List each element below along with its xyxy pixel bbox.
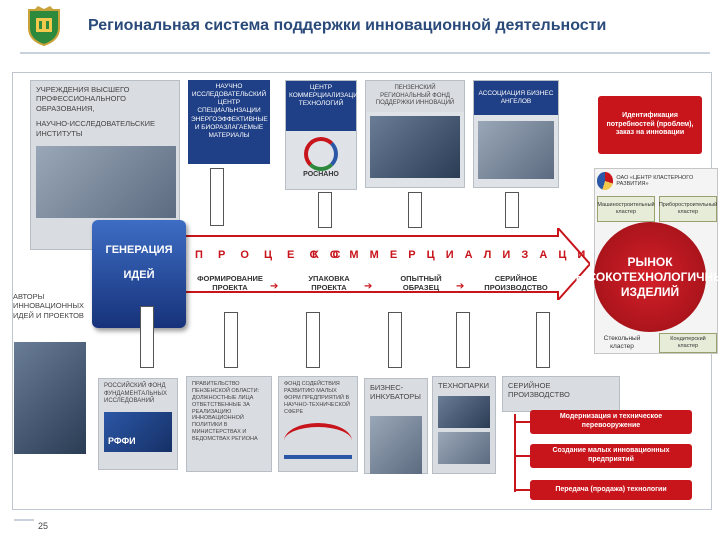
- commercialization-box: Центр коммерциализации технологий РОСНАН…: [285, 80, 363, 190]
- business-angels-box: Ассоциация бизнес ангелов: [473, 80, 559, 188]
- outcome-arrow-3: [514, 489, 530, 491]
- market-circle: Рынок высокотехнологичных изделий: [567, 222, 720, 332]
- food-cluster: Кондитерский кластер: [659, 333, 717, 353]
- cluster-title: ОАО «Центр кластерного развития»: [597, 170, 717, 192]
- process-word: П Р О Ц Е С С: [195, 249, 347, 261]
- generation-label: Генерация идей: [105, 244, 173, 282]
- serial-label: Серийное производство: [508, 381, 570, 400]
- arrow-up-2: [318, 192, 332, 228]
- rosnano-label: РОСНАНО: [303, 171, 339, 178]
- research-institutes-label: Научно-исследовательские институты: [36, 119, 156, 138]
- research-center-label: Научно исследовательский центр специальн…: [191, 83, 268, 139]
- stage-formation: Формирование проекта: [197, 274, 263, 292]
- outcome-modernization: Модернизация и техническое перевооружени…: [530, 410, 692, 434]
- machine-cluster: Машиностроительный кластер: [597, 196, 655, 222]
- footer-line: [14, 519, 34, 521]
- incubators-box: Бизнес-инкубаторы: [364, 378, 428, 474]
- arrow-down-1: [140, 306, 154, 368]
- stage-packaging: Упаковка проекта: [308, 274, 350, 292]
- commercialization-word: К О М М Е Р Ц И А Л И З А Ц И И: [312, 249, 609, 261]
- fund-assist-label: Фонд содействия развитию малых форм пред…: [284, 381, 350, 415]
- outcome-arrow-1: [514, 421, 530, 423]
- authors-box: Авторы инновационных идей и проектов: [8, 288, 92, 332]
- rffi-box: Российский фонд фундаментальных исследов…: [98, 378, 178, 470]
- title-divider: [20, 52, 710, 54]
- outcome-connector: [514, 414, 516, 492]
- identification-box: Идентификация потребностей (проблем), за…: [598, 96, 702, 154]
- fund-assist-logo: [284, 423, 352, 460]
- research-center-box: Научно исследовательский центр специальн…: [188, 80, 270, 164]
- commercialization-label: Центр коммерциализации технологий: [286, 81, 363, 131]
- author-photo: [14, 342, 86, 454]
- rffi-logo: РФФИ: [104, 411, 172, 452]
- page-title: Региональная система поддержки инновацио…: [88, 17, 607, 34]
- business-angels-label: Ассоциация бизнес ангелов: [474, 81, 558, 115]
- rffi-desc: Российский фонд фундаментальных исследов…: [104, 383, 167, 404]
- cluster-pie-icon: [597, 172, 614, 190]
- process-arrow: [169, 225, 592, 303]
- government-label: Правительство Пензенской области: должно…: [192, 381, 260, 442]
- university-photo: [36, 145, 176, 218]
- region-emblem: [26, 6, 62, 47]
- business-angels-image: [478, 121, 554, 179]
- authors-label: Авторы инновационных идей и проектов: [13, 292, 85, 320]
- technoparks-photo-1: [438, 396, 490, 429]
- arrow-down-5: [456, 312, 470, 368]
- arrow-down-2: [224, 312, 238, 368]
- arrow-up-1: [210, 168, 224, 226]
- arrow-down-3: [306, 312, 320, 368]
- government-box: Правительство Пензенской области: должно…: [186, 376, 272, 472]
- arrow-up-3: [408, 192, 422, 228]
- venture-fund-label: Пензенский региональный фонд поддержки и…: [366, 81, 464, 112]
- incubators-label: Бизнес-инкубаторы: [370, 383, 421, 402]
- instrument-cluster: Приборостроительный кластер: [659, 196, 717, 222]
- glass-cluster: Стекольный кластер: [603, 335, 641, 350]
- stage-serial: Серийное производство: [484, 274, 548, 292]
- rosnano-logo-icon: [304, 137, 338, 171]
- stage-arrow-1: ➔: [270, 281, 279, 292]
- technoparks-box: Технопарки: [432, 376, 496, 474]
- page-number: 25: [38, 521, 49, 531]
- universities-label: Учреждения высшего профессионального обр…: [36, 85, 130, 113]
- stage-arrow-3: ➔: [456, 281, 465, 292]
- incubators-photo: [370, 415, 422, 474]
- market-label: Рынок высокотехнологичных изделий: [567, 254, 720, 299]
- outcome-small-enterprises: Создание малых инновационных предприятий: [530, 444, 692, 468]
- outcome-tech-transfer: Передача (продажа) технологии: [530, 480, 692, 500]
- fund-assist-box: Фонд содействия развитию малых форм пред…: [278, 376, 358, 472]
- venture-fund-box: Пензенский региональный фонд поддержки и…: [365, 80, 465, 188]
- arrow-down-6: [536, 312, 550, 368]
- arrow-down-4: [388, 312, 402, 368]
- stage-prototype: Опытный образец: [400, 274, 442, 292]
- outcome-arrow-2: [514, 455, 530, 457]
- venture-fund-image: [370, 115, 460, 178]
- serial-box: Серийное производство: [502, 376, 620, 412]
- stage-arrow-2: ➔: [364, 281, 373, 292]
- technoparks-label: Технопарки: [438, 381, 489, 390]
- arrow-up-4: [505, 192, 519, 228]
- technoparks-photo-2: [438, 432, 490, 465]
- generation-box: Генерация идей: [92, 220, 186, 328]
